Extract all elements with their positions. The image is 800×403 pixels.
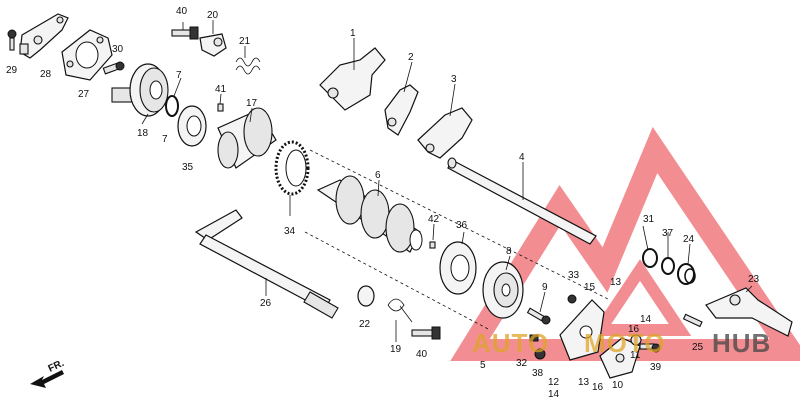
callout: 13 — [610, 277, 622, 288]
part-bolt-39 — [639, 343, 661, 353]
callout: 42 — [428, 214, 440, 225]
callout: 12 — [548, 377, 560, 388]
callout: 40 — [176, 6, 188, 17]
part-plate-28 — [19, 13, 69, 59]
part-bolt-32 — [529, 334, 539, 342]
callout: 16 — [592, 382, 604, 393]
callout: 38 — [532, 368, 544, 379]
part-spring-19 — [387, 298, 413, 323]
part-bolt-30 — [102, 61, 125, 75]
part-spring-24 — [677, 263, 696, 285]
watermark-text: AUTO MOTO HUB — [472, 328, 771, 358]
callout: 39 — [650, 362, 662, 373]
part-shift-fork-2 — [384, 84, 419, 136]
part-bolt-25 — [682, 313, 703, 328]
callout: 36 — [456, 220, 468, 231]
callout: 35 — [182, 162, 194, 173]
part-collar-11 — [630, 334, 642, 346]
callout: 10 — [612, 380, 624, 391]
callout: 40 — [416, 349, 428, 360]
watermark-logo — [450, 126, 800, 361]
part-bolt-38 — [534, 348, 546, 360]
part-bolt-9 — [526, 307, 551, 325]
watermark-brand-hub: HUB — [712, 328, 771, 358]
callout: 26 — [260, 298, 272, 309]
leader-lines — [141, 20, 753, 342]
callout: 19 — [390, 344, 402, 355]
callout: 30 — [112, 44, 124, 55]
part-gearshift-spindle-26 — [194, 209, 339, 319]
callout: 34 — [284, 226, 296, 237]
callout: 14 — [548, 389, 560, 400]
callout: 29 — [6, 65, 18, 76]
callout: 25 — [692, 342, 704, 353]
callout: 41 — [215, 84, 227, 95]
callout: 21 — [239, 36, 251, 47]
front-label: FR. — [47, 358, 66, 375]
part-needle-bearing-34 — [274, 140, 310, 196]
callout: 33 — [568, 270, 580, 281]
callout: 20 — [207, 10, 219, 21]
callout: 14 — [640, 314, 652, 325]
part-bearing-36 — [439, 241, 477, 295]
callout: 16 — [628, 324, 640, 335]
part-bolt-40-top — [171, 26, 199, 40]
callout: 1 — [350, 28, 356, 39]
part-pin-41 — [217, 103, 224, 112]
callout: 28 — [40, 69, 52, 80]
callout: 22 — [359, 319, 371, 330]
callout: 18 — [137, 128, 149, 139]
part-pin-42 — [429, 241, 436, 249]
callout: 6 — [375, 170, 381, 181]
callout: 32 — [516, 358, 528, 369]
callout: 3 — [451, 74, 457, 85]
watermark-brand-auto: AUTO — [472, 328, 549, 358]
assembly-line — [309, 149, 611, 301]
part-washer-33 — [567, 294, 577, 304]
callout: 7 — [162, 134, 168, 145]
part-shift-fork-1 — [319, 47, 386, 111]
callout: 15 — [584, 282, 596, 293]
callout: 8 — [506, 246, 512, 257]
callout: 23 — [748, 274, 760, 285]
part-shift-fork-3 — [417, 107, 473, 159]
part-bearing-35 — [177, 105, 207, 147]
part-spring-21 — [235, 57, 261, 75]
callout: 2 — [408, 52, 414, 63]
part-bolt-40-bottom — [411, 326, 441, 340]
callout: 17 — [246, 98, 258, 109]
callouts: 1 2 3 4 5 6 7 7 8 9 10 11 12 13 13 14 14… — [6, 6, 760, 400]
part-seal-31 — [642, 248, 658, 268]
part-ring-37 — [661, 257, 675, 275]
part-drum-cam-17 — [217, 107, 277, 169]
callout: 31 — [643, 214, 655, 225]
callout: 37 — [662, 228, 674, 239]
assembly-line — [304, 231, 491, 331]
part-drum-center-8 — [482, 261, 524, 319]
part-circlip-7 — [165, 95, 179, 117]
part-collar-22 — [357, 285, 375, 307]
part-arm-10 — [599, 337, 641, 379]
callout: 13 — [578, 377, 590, 388]
callout: 27 — [78, 89, 90, 100]
front-direction-marker: FR. — [30, 358, 66, 388]
callout: 5 — [480, 360, 486, 371]
callout: 24 — [683, 234, 695, 245]
callout: 9 — [542, 282, 548, 293]
watermark-brand-moto: MOTO — [584, 328, 666, 358]
part-stopper-20 — [199, 33, 227, 57]
part-plate-15 — [559, 299, 605, 361]
part-fork-shaft-4 — [447, 157, 597, 245]
callout: 7 — [176, 70, 182, 81]
callout: 11 — [630, 350, 641, 361]
part-shift-drum-6 — [316, 175, 423, 253]
callout: 4 — [519, 152, 525, 163]
part-gasket-27 — [61, 29, 113, 81]
part-shift-drum-bearing-18 — [111, 63, 169, 117]
part-bolt-29 — [7, 29, 17, 51]
